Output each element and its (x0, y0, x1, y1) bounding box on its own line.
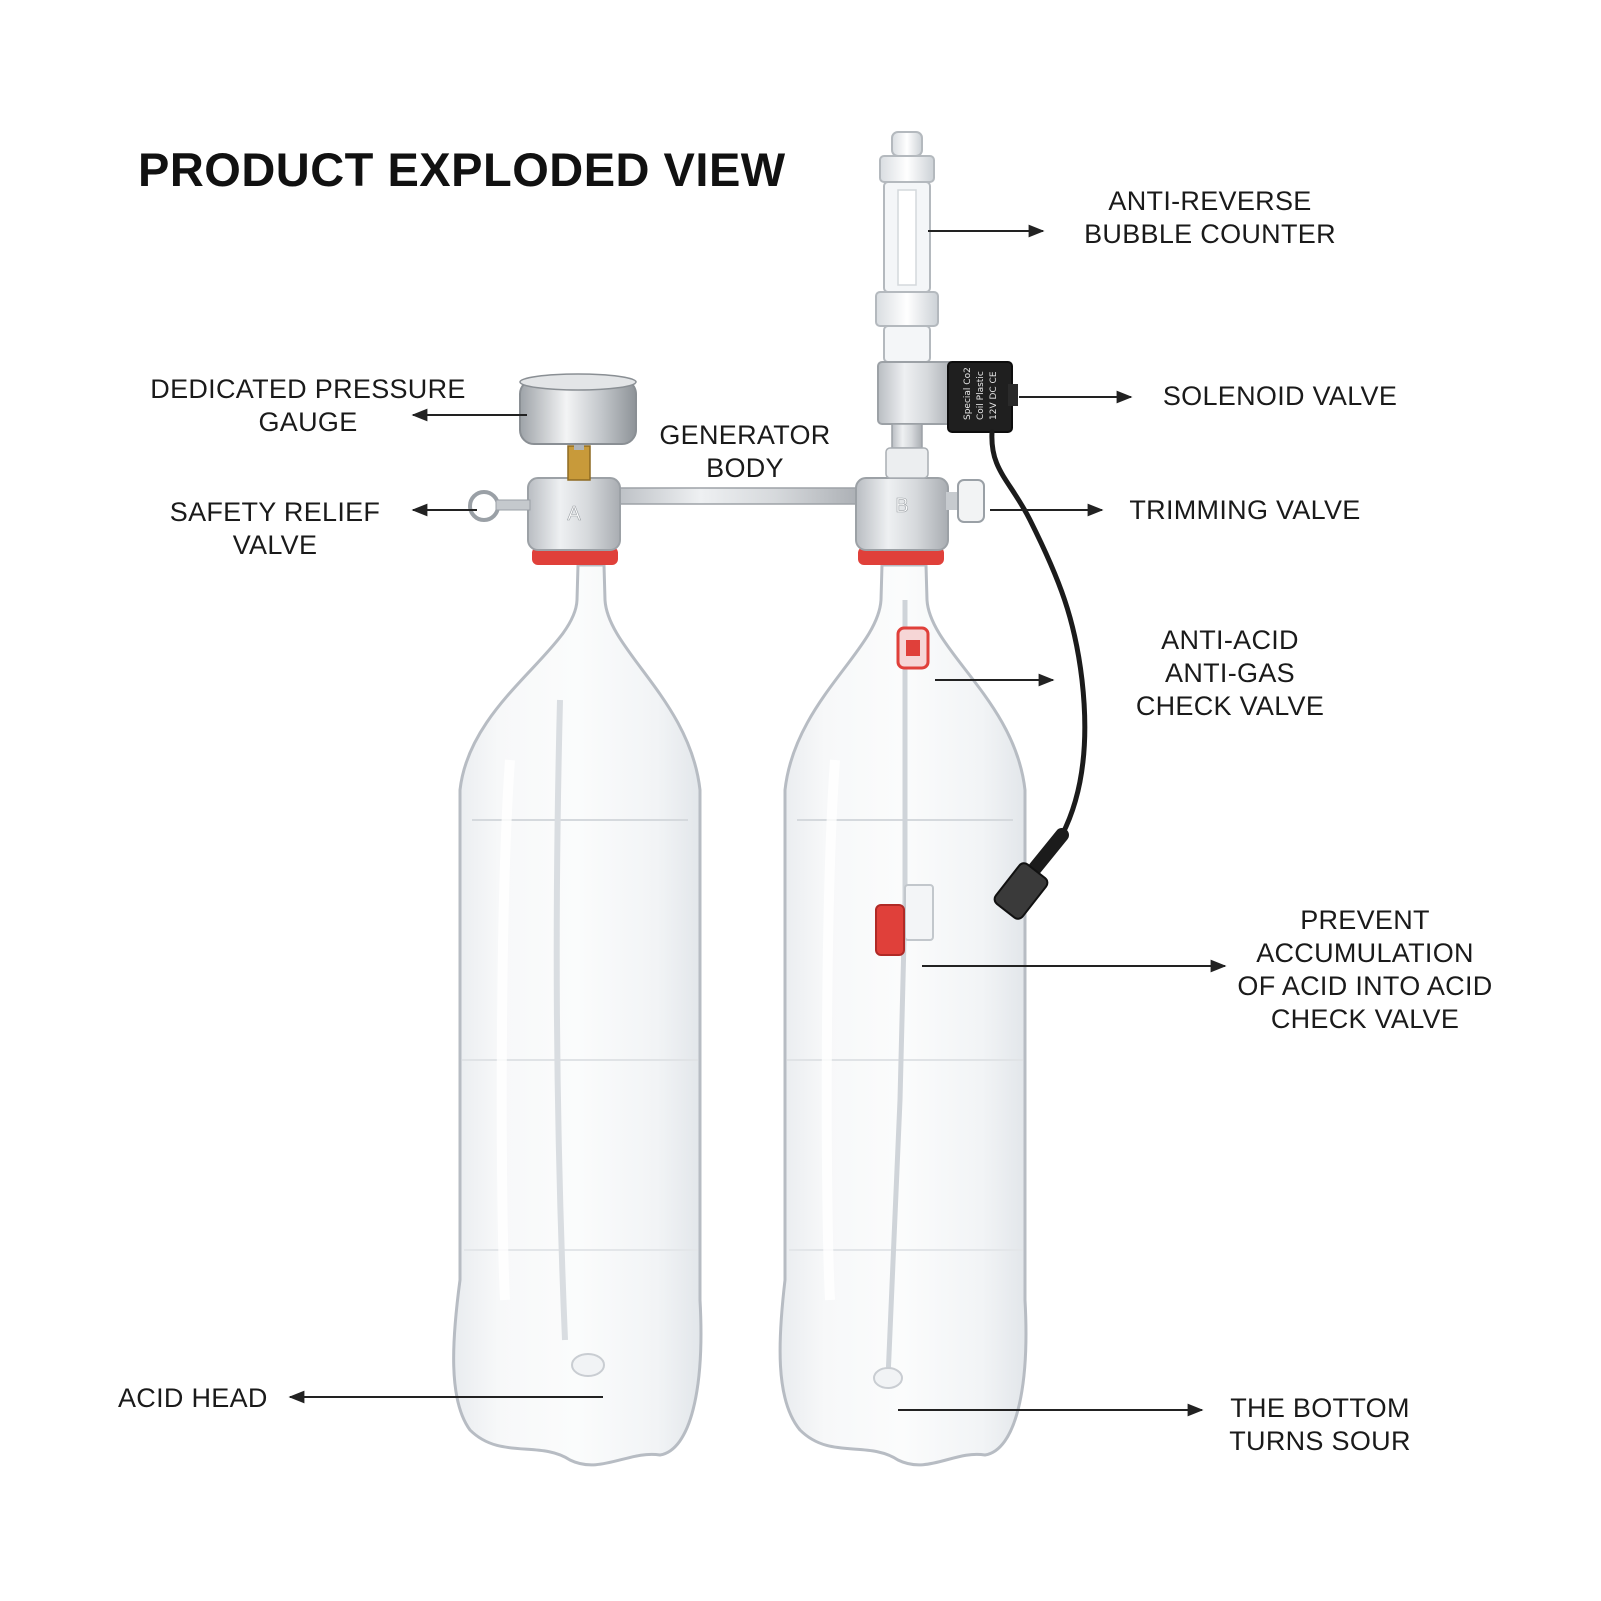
generator-body-assembly: A B (468, 477, 985, 551)
badge-a: A (567, 503, 581, 525)
label-prevent-accumulation: PREVENT ACCUMULATION OF ACID INTO ACID C… (1237, 905, 1493, 1034)
bubble-counter-stack (875, 131, 955, 479)
solenoid-text-3: 12V DC CE (989, 371, 999, 420)
label-check-valve: ANTI-ACID ANTI-GAS CHECK VALVE (1135, 625, 1325, 721)
label-bottom-sour: THE BOTTOM TURNS SOUR (1229, 1393, 1411, 1456)
badge-b: B (895, 495, 908, 517)
seal-b (858, 547, 944, 565)
label-solenoid-valve: SOLENOID VALVE (1162, 381, 1398, 411)
pressure-gauge (519, 373, 637, 481)
seal-a (532, 547, 618, 565)
label-acid-head: ACID HEAD (118, 1383, 268, 1413)
bottle-b (778, 563, 1028, 1467)
label-bubble-counter: ANTI-REVERSE BUBBLE COUNTER (1084, 186, 1336, 249)
solenoid-cable (989, 429, 1088, 920)
label-pressure-gauge: DEDICATED PRESSURE GAUGE (150, 374, 466, 437)
label-generator-body: GENERATOR BODY (659, 420, 831, 483)
solenoid-text-2: Coil Plastic (976, 371, 986, 420)
solenoid-text-1: Special Co2 (963, 367, 973, 420)
label-safety-relief-valve: SAFETY RELIEF VALVE (169, 497, 381, 560)
label-trimming-valve: TRIMMING VALVE (1129, 495, 1361, 525)
solenoid-valve: Special Co2 Coil Plastic 12V DC CE (947, 361, 1018, 433)
diagram-title: PRODUCT EXPLODED VIEW (138, 143, 786, 196)
leader-lines (288, 224, 1227, 1417)
bottle-a (452, 563, 703, 1467)
